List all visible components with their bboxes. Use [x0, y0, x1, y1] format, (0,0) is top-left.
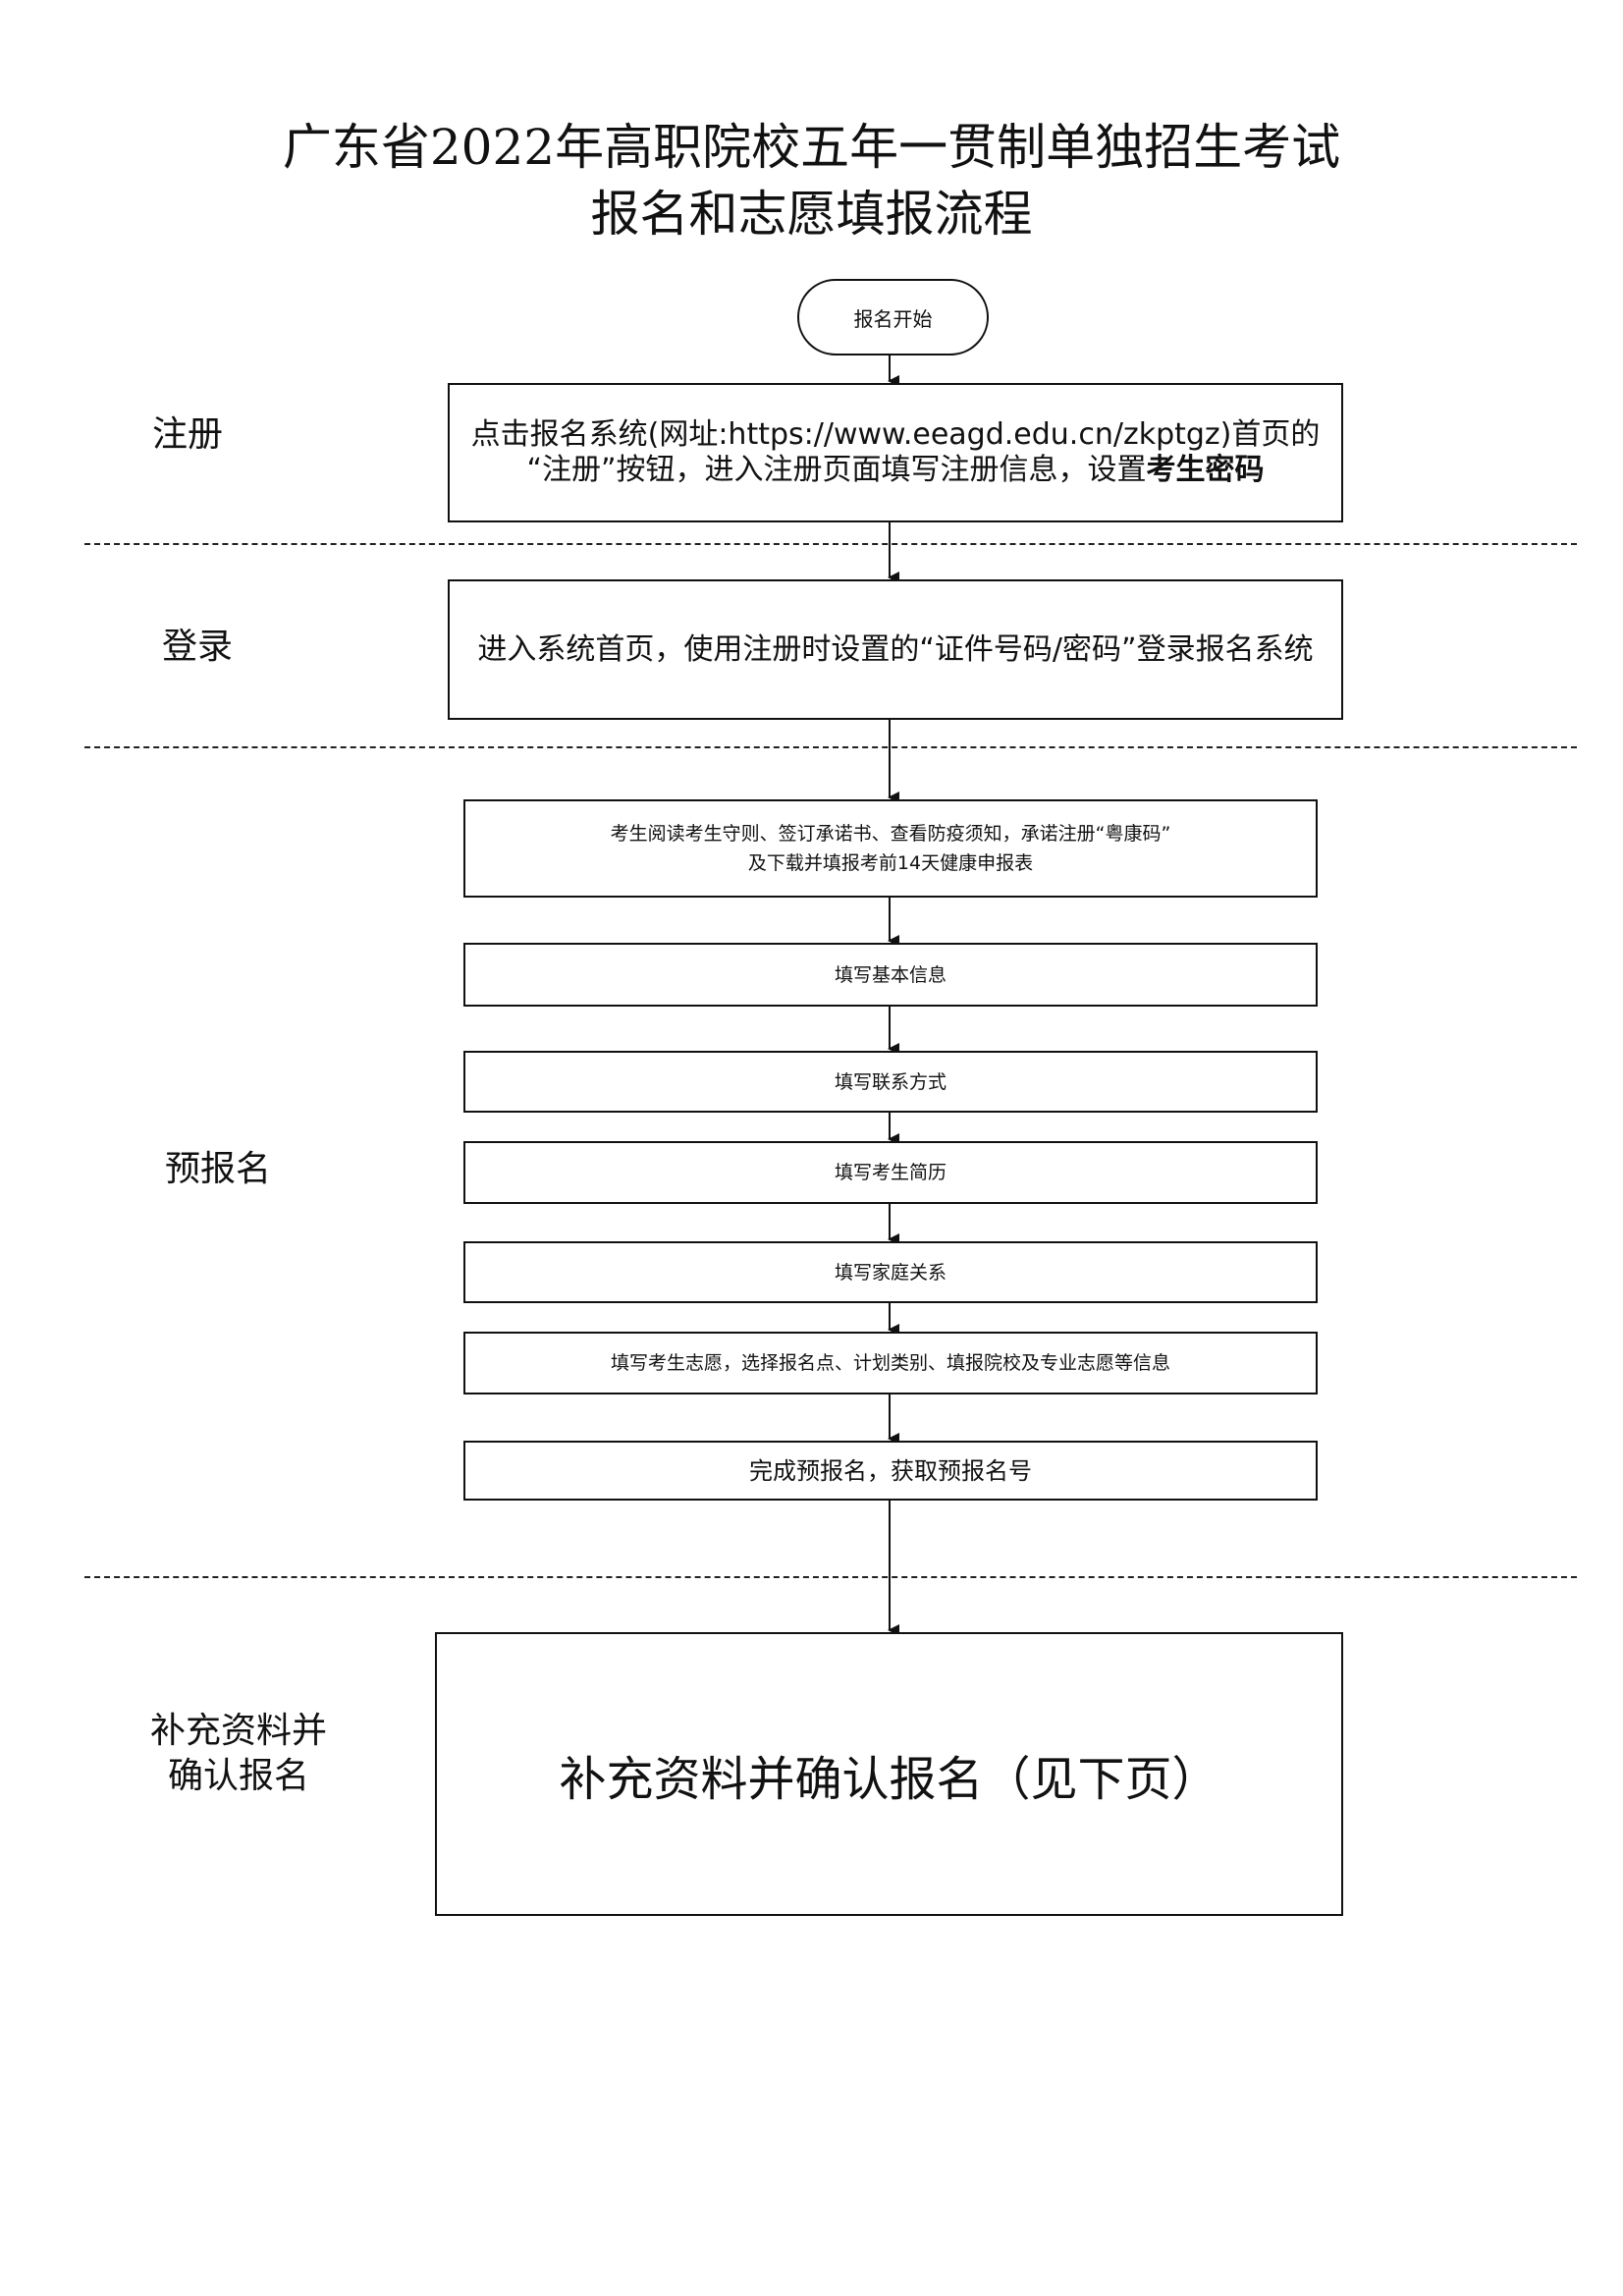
login-step-box: 进入系统首页，使用注册时设置的“证件号码/密码”登录报名系统: [448, 579, 1343, 720]
read-rules-step-box: 考生阅读考生守则、签订承诺书、查看防疫须知，承诺注册“粤康码” 及下载并填报考前…: [463, 799, 1318, 898]
section-label-register: 注册: [152, 414, 224, 455]
section-label-pre-register: 预报名: [165, 1149, 272, 1189]
section-label-login: 登录: [162, 627, 234, 667]
basic-info-label: 填写基本信息: [834, 963, 947, 986]
page-title-line2: 报名和志愿填报流程: [590, 186, 1033, 243]
section-label-supplement: 补充资料并 确认报名: [145, 1709, 332, 1799]
family-label: 填写家庭关系: [834, 1261, 947, 1284]
contact-step-box: 填写联系方式: [463, 1051, 1318, 1113]
page-title-line1: 广东省2022年高职院校五年一贯制单独招生考试: [282, 119, 1341, 176]
register-step-emphasis: 考生密码: [1146, 453, 1265, 487]
complete-step-box: 完成预报名，获取预报名号: [463, 1441, 1318, 1501]
basic-info-step-box: 填写基本信息: [463, 943, 1318, 1007]
login-step-text: 进入系统首页，使用注册时设置的“证件号码/密码”登录报名系统: [477, 631, 1314, 667]
confirm-label: 补充资料并确认报名（见下页）: [559, 1751, 1219, 1807]
resume-label: 填写考生简历: [834, 1162, 947, 1183]
section-label-supplement-line2: 确认报名: [167, 1756, 309, 1796]
wishes-step-box: 填写考生志愿，选择报名点、计划类别、填报院校及专业志愿等信息: [463, 1332, 1318, 1394]
read-rules-line2: 及下载并填报考前14天健康申报表: [747, 852, 1034, 874]
confirm-step-box: 补充资料并确认报名（见下页）: [435, 1632, 1343, 1916]
register-step-text: 点击报名系统(网址:https://www.eeagd.edu.cn/zkptg…: [470, 417, 1321, 487]
register-step-box: 点击报名系统(网址:https://www.eeagd.edu.cn/zkptg…: [448, 383, 1343, 522]
section-divider-1: [84, 543, 1577, 545]
section-label-supplement-line1: 补充资料并: [149, 1711, 327, 1751]
section-divider-2: [84, 746, 1577, 748]
resume-step-box: 填写考生简历: [463, 1141, 1318, 1204]
complete-label: 完成预报名，获取预报名号: [749, 1456, 1032, 1485]
start-node: 报名开始: [797, 279, 989, 355]
read-rules-line1: 考生阅读考生守则、签订承诺书、查看防疫须知，承诺注册“粤康码”: [610, 823, 1171, 845]
start-node-label: 报名开始: [853, 306, 933, 331]
family-step-box: 填写家庭关系: [463, 1241, 1318, 1303]
contact-label: 填写联系方式: [834, 1070, 947, 1093]
section-divider-3: [84, 1576, 1577, 1578]
wishes-label: 填写考生志愿，选择报名点、计划类别、填报院校及专业志愿等信息: [610, 1352, 1170, 1374]
